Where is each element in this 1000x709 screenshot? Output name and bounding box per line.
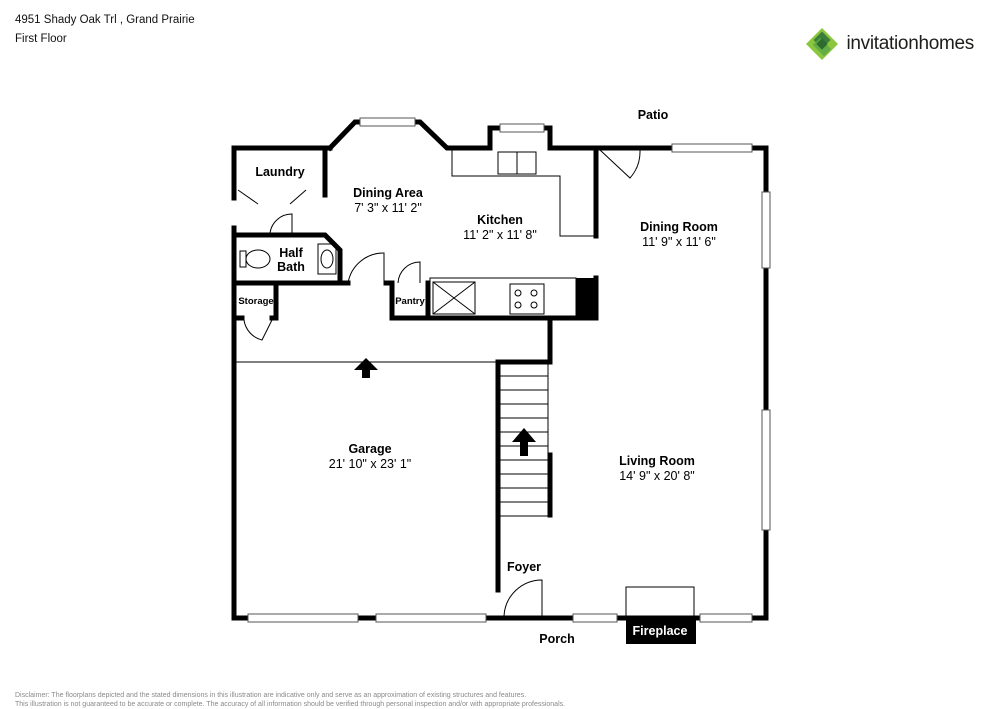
room-label-half-bath-line1: Half xyxy=(279,246,303,260)
room-label-patio: Patio xyxy=(638,108,669,122)
disclaimer: Disclaimer: The floorplans depicted and … xyxy=(15,691,775,709)
room-label-garage: Garage xyxy=(348,442,391,456)
room-label-porch: Porch xyxy=(539,632,574,646)
stair-direction-arrow-icon xyxy=(512,428,536,456)
room-dims-garage: 21' 10" x 23' 1" xyxy=(329,457,411,471)
disclaimer-line-2: This illustration is not guaranteed to b… xyxy=(15,701,566,708)
garage-entry-arrow-icon xyxy=(354,358,378,378)
doors xyxy=(237,149,641,617)
room-dims-dining-area: 7' 3" x 11' 2" xyxy=(354,201,422,215)
room-label-half-bath-line2: Bath xyxy=(277,260,305,274)
fireplace-unit xyxy=(625,586,696,644)
brand-name: invitationhomes xyxy=(846,33,974,54)
room-dims-living-room: 14' 9" x 20' 8" xyxy=(619,469,695,483)
kitchen-counter xyxy=(429,150,596,318)
room-label-laundry: Laundry xyxy=(255,165,304,179)
room-label-foyer: Foyer xyxy=(507,560,541,574)
room-label-fireplace: Fireplace xyxy=(633,624,688,638)
room-label-living-room: Living Room xyxy=(619,454,695,468)
brand-mark-icon xyxy=(806,28,839,60)
brand-logo: invitationhomes xyxy=(804,26,974,62)
room-label-pantry: Pantry xyxy=(395,296,425,307)
interior-walls xyxy=(231,145,599,593)
property-address: 4951 Shady Oak Trl , Grand Prairie xyxy=(15,14,195,26)
room-label-dining-area: Dining Area xyxy=(353,186,424,200)
floor-name: First Floor xyxy=(15,33,67,45)
room-label-kitchen: Kitchen xyxy=(477,213,523,227)
room-label-storage: Storage xyxy=(238,296,273,307)
room-dims-kitchen: 11' 2" x 11' 8" xyxy=(463,228,537,242)
disclaimer-line-1: Disclaimer: The floorplans depicted and … xyxy=(15,692,527,699)
bath-fixtures xyxy=(239,243,337,275)
staircase xyxy=(499,362,549,517)
windows xyxy=(247,117,771,623)
room-dims-dining-room: 11' 9" x 11' 6" xyxy=(642,235,716,249)
room-label-dining-room: Dining Room xyxy=(640,220,718,234)
